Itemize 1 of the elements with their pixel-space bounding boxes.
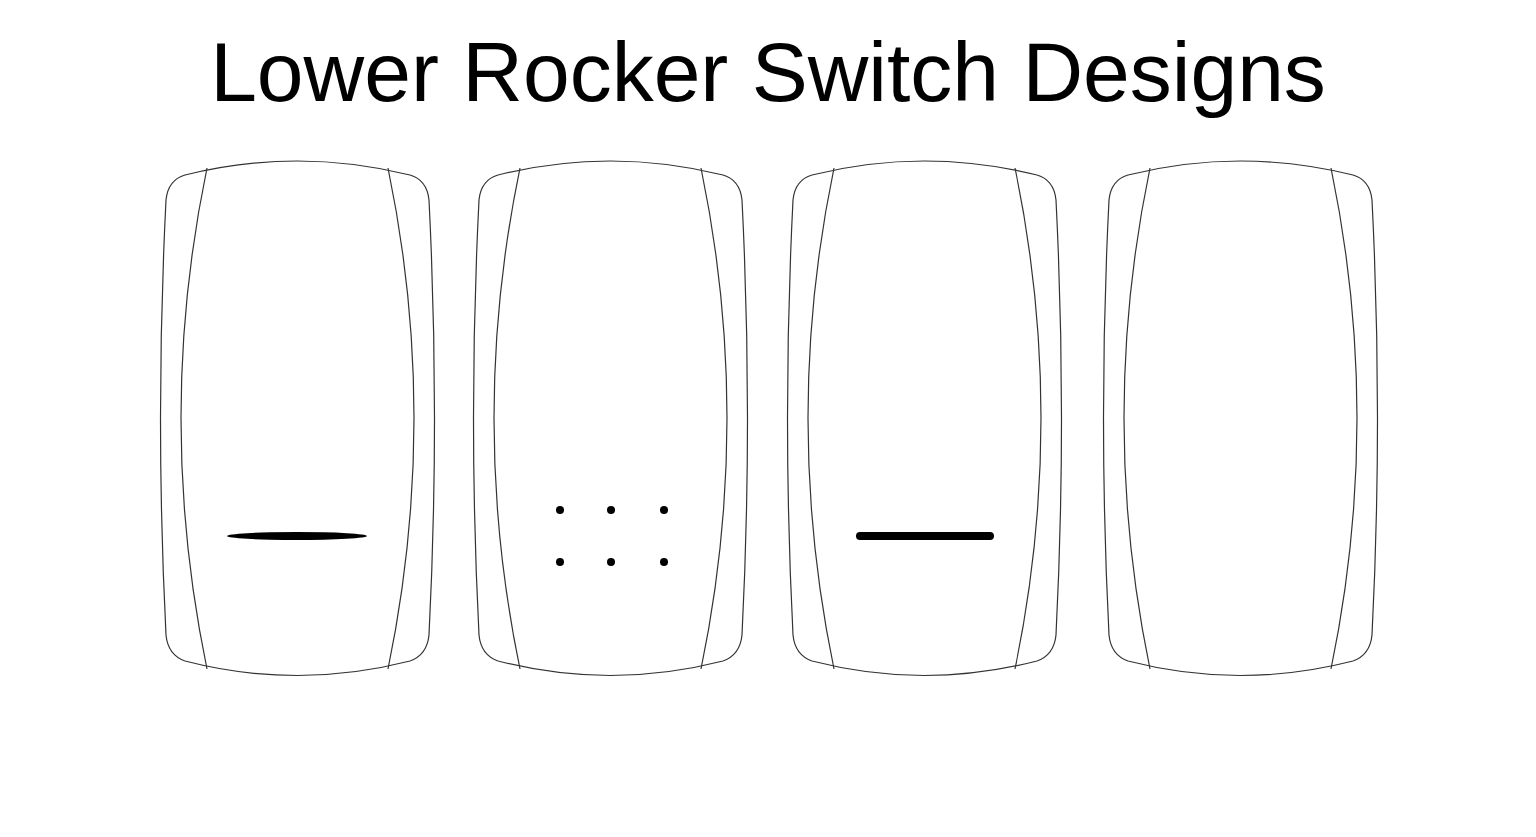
title: Lower Rocker Switch Designs [210, 24, 1326, 121]
